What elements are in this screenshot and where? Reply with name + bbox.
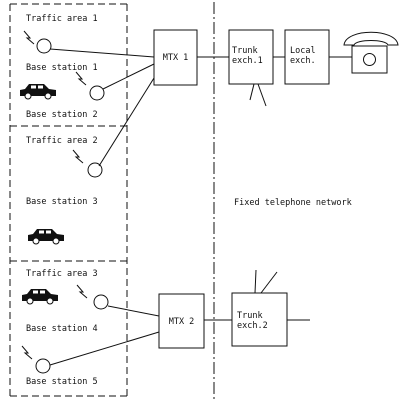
base-station-1-icon <box>23 30 52 54</box>
trunk-exch-1-label-line1: Trunk <box>232 46 258 56</box>
local-exch-label-line1: Local <box>290 46 316 56</box>
base-station-4-icon <box>76 284 109 310</box>
base-station-2-label: Base station 2 <box>26 110 98 120</box>
base-station-traffic-area-2-icon <box>72 149 103 178</box>
trunk-exch-2-label-line1: Trunk <box>237 311 263 321</box>
car-icon <box>28 229 64 245</box>
traffic-area-3-label: Traffic area 3 <box>26 269 98 279</box>
traffic-area-boundary <box>9 3 128 397</box>
trunk-exch-2-node: Trunk exch.2 <box>231 292 288 347</box>
car-icon <box>22 289 58 305</box>
base-station-3-label: Base station 3 <box>26 197 98 207</box>
trunk-exch-2-label-line2: exch.2 <box>237 321 268 331</box>
local-exch-node: Local exch. <box>284 29 330 85</box>
mtx-1-label: MTX 1 <box>163 53 189 63</box>
base-station-1-label: Base station 1 <box>26 63 98 73</box>
car-icon <box>20 84 56 100</box>
mtx-2-node: MTX 2 <box>158 293 205 349</box>
base-station-5-icon <box>21 345 51 374</box>
traffic-area-1-label: Traffic area 1 <box>26 14 98 24</box>
traffic-area-2-label: Traffic area 2 <box>26 136 98 146</box>
mtx-1-node: MTX 1 <box>153 29 198 86</box>
fixed-network-label: Fixed telephone network <box>234 198 352 208</box>
base-station-2-icon <box>75 71 105 101</box>
mtx-2-label: MTX 2 <box>169 317 195 327</box>
base-station-5-label: Base station 5 <box>26 377 98 387</box>
base-station-4-label: Base station 4 <box>26 324 98 334</box>
local-exch-label-line2: exch. <box>290 56 316 66</box>
trunk-exch-1-label-line2: exch.1 <box>232 56 263 66</box>
trunk-exch-1-node: Trunk exch.1 <box>228 29 274 85</box>
links <box>49 48 352 366</box>
telephone-icon <box>343 31 399 74</box>
